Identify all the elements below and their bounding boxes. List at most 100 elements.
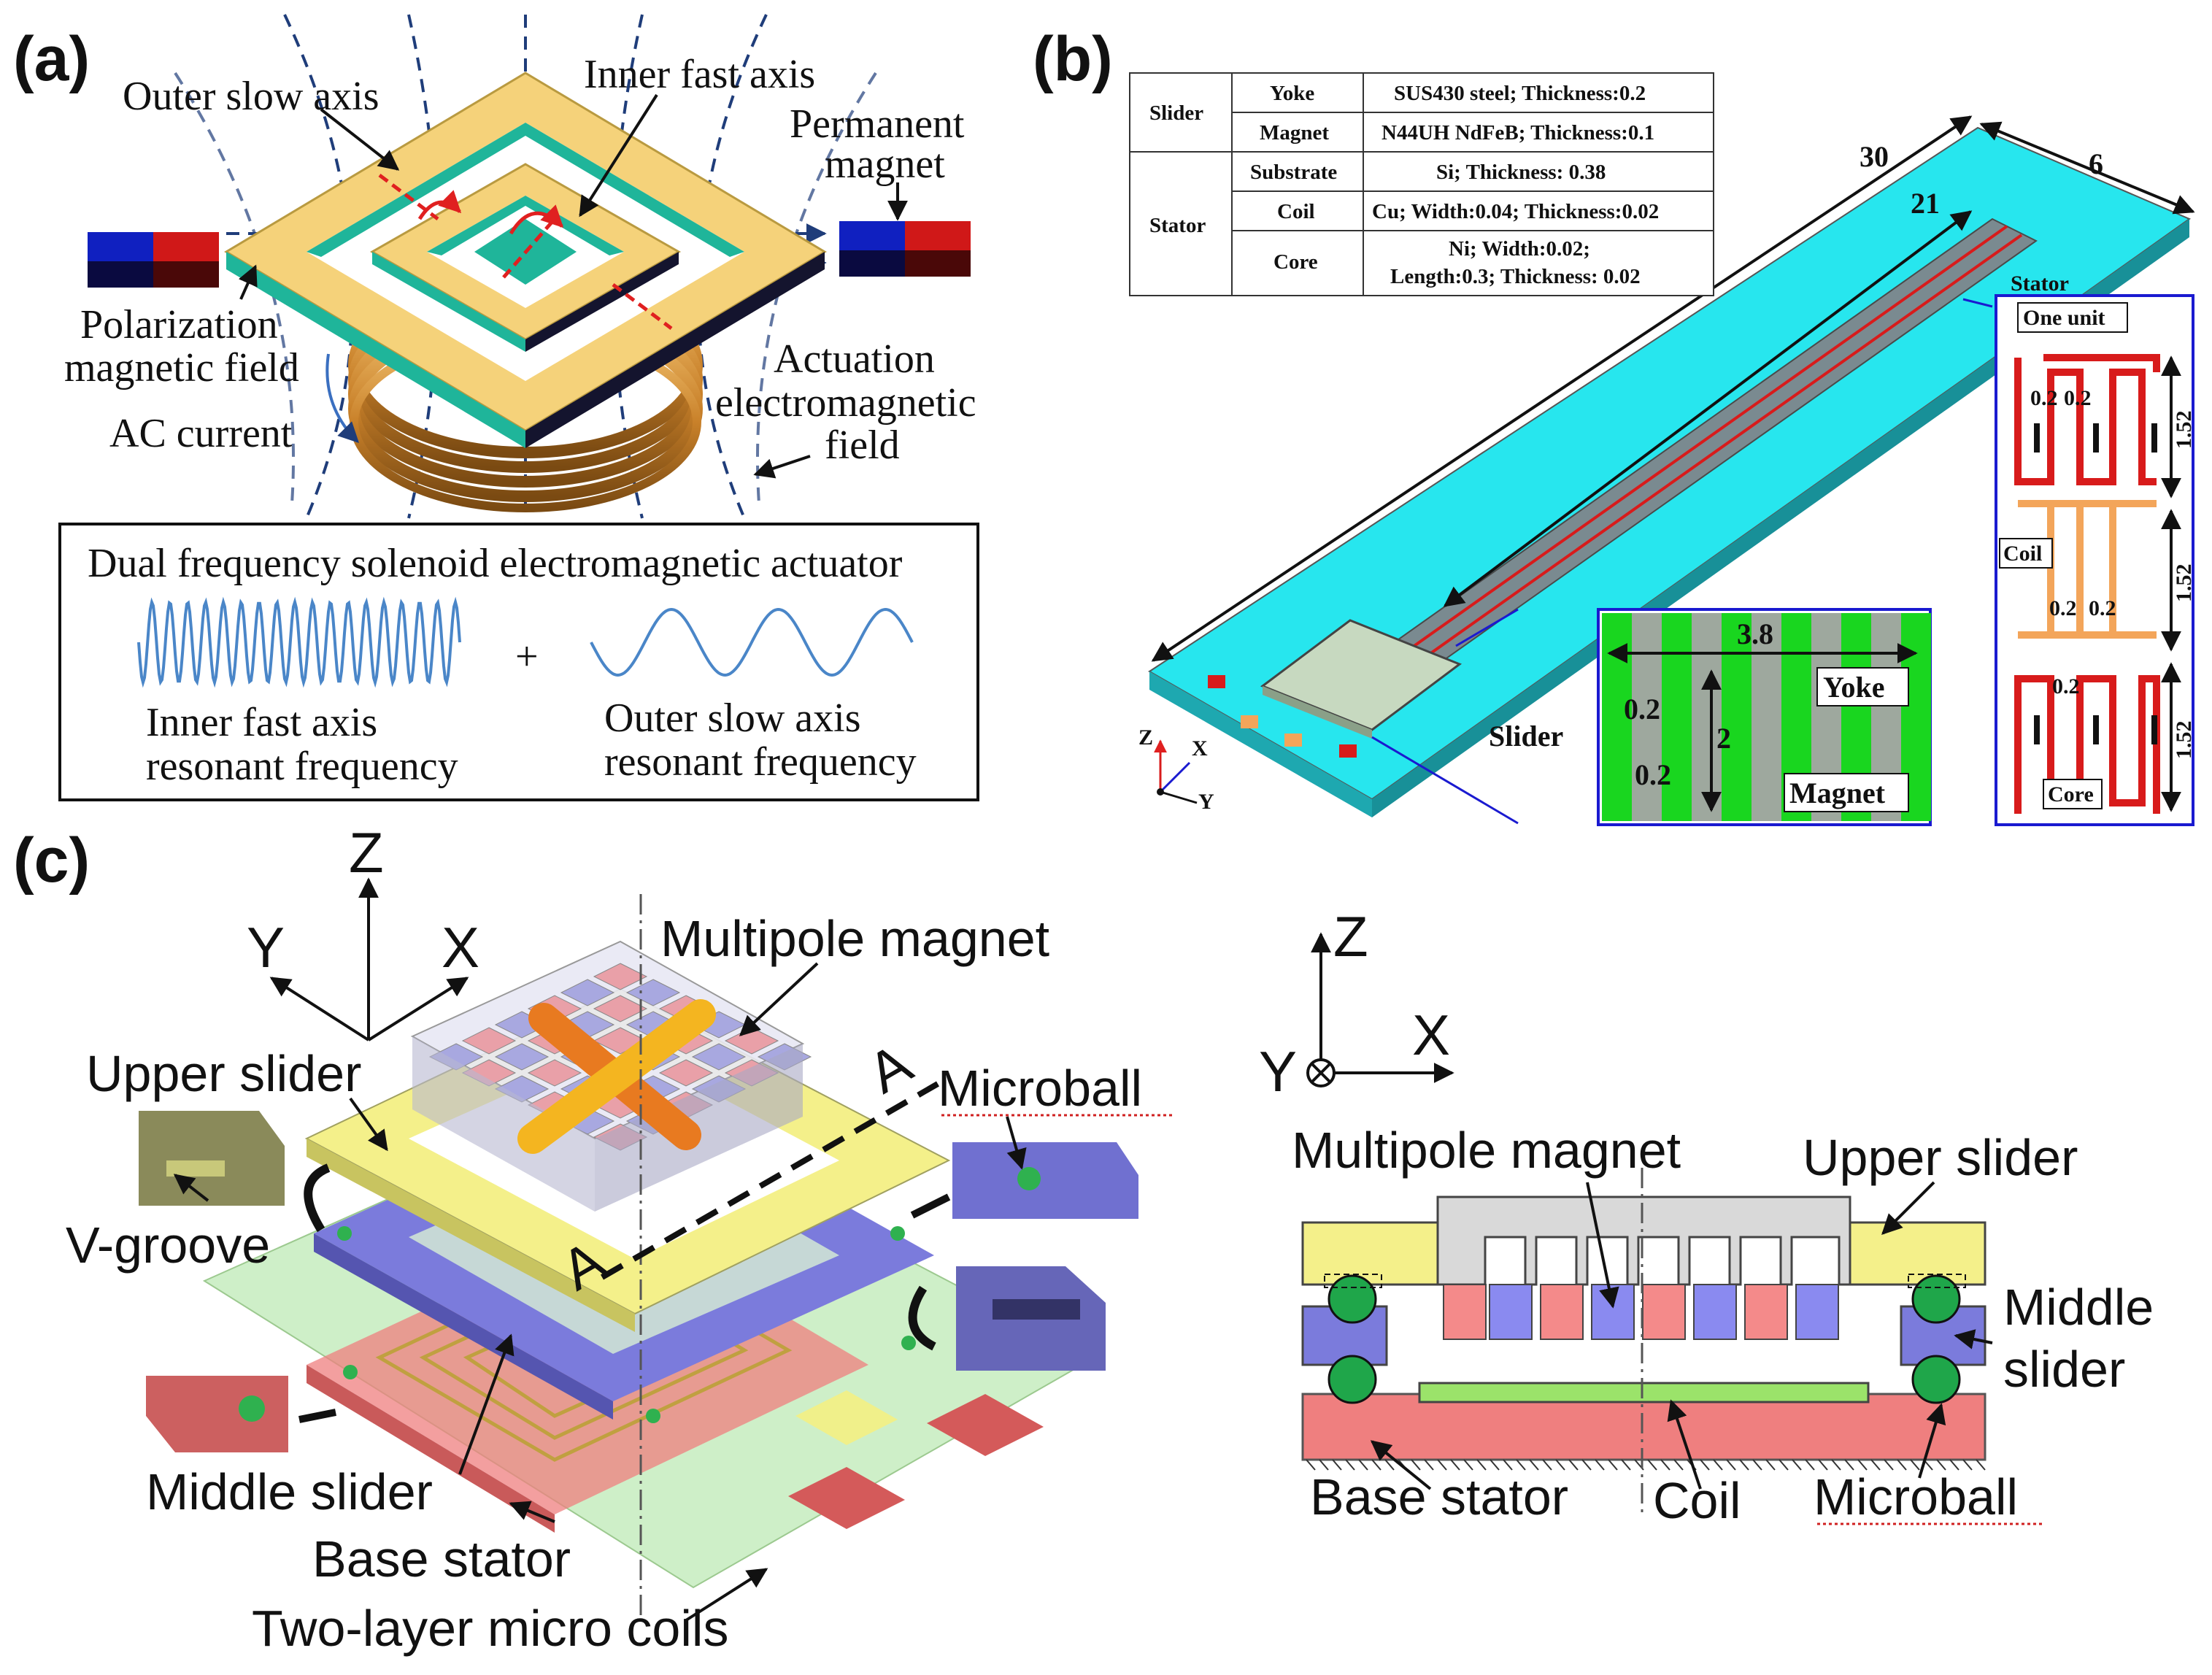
- outer-slow-axis-label: Outer slow axis: [123, 74, 379, 119]
- rotation-arrow: [908, 1285, 936, 1351]
- table-part: Magnet: [1260, 121, 1329, 145]
- table-spec-line-2: Length:0.3; Thickness: 0.02: [1390, 265, 1641, 288]
- xs-microball: [1327, 1355, 1377, 1404]
- hatch-line: [1345, 1459, 1355, 1471]
- dim-0-2: 0.2: [2052, 674, 2080, 698]
- magnet-label: Magnet: [1789, 777, 1886, 809]
- xs-base-stator: [1301, 1393, 1986, 1461]
- coil-segment-top: [2014, 358, 2157, 485]
- v-groove-label: V-groove: [66, 1217, 270, 1274]
- xs-magnet-blocks: [1443, 1284, 1839, 1340]
- hatch-line: [1831, 1459, 1841, 1471]
- dim-6-label: 6: [2089, 147, 2103, 180]
- microball-detail-right: [952, 1142, 1138, 1219]
- panel-b: (b) 30 21 6: [1033, 24, 2196, 826]
- hatch-line: [1424, 1459, 1434, 1471]
- xs-microball: [1911, 1274, 1961, 1324]
- ground-hatch: [1306, 1459, 1986, 1471]
- xs-magnet-block: [1744, 1284, 1788, 1340]
- dim-1-52-middle: 1.52: [2172, 564, 2196, 603]
- xs-microball: [1327, 1274, 1377, 1324]
- panel-a-label: (a): [13, 24, 90, 94]
- slow-frequency-wave: [590, 607, 914, 677]
- yoke-label: Yoke: [1823, 671, 1884, 704]
- pointer-arrow: [910, 1193, 951, 1219]
- hatch-line: [1529, 1459, 1539, 1471]
- inner-frequency-label: Inner fast axis: [146, 700, 377, 745]
- microball: [337, 1226, 352, 1241]
- microball-detail-left: [146, 1376, 288, 1452]
- hatch-line: [1726, 1459, 1736, 1471]
- magnet-pole: [461, 1027, 517, 1055]
- hatch-line: [1568, 1459, 1579, 1471]
- microball: [343, 1365, 358, 1379]
- v-groove-detail: [139, 1111, 285, 1206]
- hatch-line: [1779, 1459, 1789, 1471]
- hatch-line: [1490, 1459, 1500, 1471]
- dim-1-52-bottom: 1.52: [2172, 721, 2196, 760]
- xs-magnet-block: [1693, 1284, 1737, 1340]
- panel-b-label: (b): [1033, 24, 1113, 94]
- slider-inset: 3.8 2 0.2 0.2 Yoke Magnet Slider: [1371, 608, 1932, 826]
- hatch-line: [1884, 1459, 1894, 1471]
- xs-x-label: X: [1412, 1003, 1450, 1067]
- microball: [901, 1336, 916, 1350]
- actuation-label-3: field: [825, 423, 900, 468]
- contact-pad: [788, 1467, 905, 1529]
- contact-pad: [795, 1390, 898, 1445]
- hatch-line: [1805, 1459, 1815, 1471]
- dim-6-line: [1979, 121, 2195, 215]
- hatch-line: [1936, 1459, 1946, 1471]
- xs-microball-label: Microball: [1814, 1468, 2018, 1525]
- plus-sign: +: [515, 634, 539, 679]
- inner-fast-axis-label: Inner fast axis: [584, 52, 815, 97]
- hatch-line: [1332, 1459, 1342, 1471]
- actuation-label-2: electromagnetic: [715, 380, 976, 426]
- table-part: Substrate: [1250, 161, 1337, 184]
- rotation-arrow: [304, 1163, 331, 1233]
- cross-section: Z X Y: [1259, 904, 2154, 1529]
- hatch-line: [1608, 1459, 1618, 1471]
- hatch-line: [1621, 1459, 1631, 1471]
- actuator-box: Dual frequency solenoid electromagnetic …: [58, 523, 979, 801]
- hatch-line: [1306, 1459, 1316, 1471]
- magnet-pole: [724, 1027, 779, 1055]
- hatch-line: [1765, 1459, 1776, 1471]
- xs-magnet-block: [1489, 1284, 1533, 1340]
- xs-y-label: Y: [1259, 1039, 1297, 1104]
- magnet-pole: [560, 979, 615, 1006]
- hatch-line: [1411, 1459, 1421, 1471]
- table-slider-label: Slider: [1149, 101, 1203, 125]
- xs-magnet-block: [1795, 1284, 1839, 1340]
- dim-21-label: 21: [1911, 187, 1940, 220]
- hatch-line: [1818, 1459, 1828, 1471]
- hatch-line: [1910, 1459, 1920, 1471]
- hatch-line: [1542, 1459, 1552, 1471]
- coordinate-triad-b: Z X Y: [1138, 725, 1214, 814]
- dim-0-2: 0.2: [2064, 386, 2092, 410]
- actuation-label: Actuation: [774, 336, 935, 382]
- hatch-line: [1595, 1459, 1605, 1471]
- xs-magnet-comb: [1436, 1195, 1851, 1286]
- triad-x-label: X: [1192, 736, 1208, 761]
- dim-1-52-top: 1.52: [2172, 411, 2196, 450]
- hatch-line: [1581, 1459, 1592, 1471]
- polarization-label: Polarization: [80, 302, 278, 347]
- xs-coil-label: Coil: [1653, 1472, 1741, 1529]
- section-a-label: A: [858, 1031, 922, 1105]
- xs-middle-slider-label-2: slider: [2003, 1341, 2125, 1398]
- axis-z-label: Z: [349, 820, 384, 885]
- magnet-pole: [593, 963, 648, 990]
- xs-coil: [1418, 1382, 1870, 1403]
- hatch-line: [1752, 1459, 1762, 1471]
- hatch-line: [1897, 1459, 1907, 1471]
- panel-a: (a): [13, 14, 979, 801]
- coil-segment-bottom: [2014, 675, 2160, 814]
- contact-pad: [927, 1394, 1044, 1456]
- hatch-line: [1516, 1459, 1526, 1471]
- table-part: Yoke: [1270, 82, 1314, 105]
- triad-z-label: Z: [1138, 725, 1153, 750]
- groove-detail-right: [956, 1266, 1106, 1371]
- inset-dim-0-2: 0.2: [1624, 693, 1660, 725]
- hatch-line: [1949, 1459, 1959, 1471]
